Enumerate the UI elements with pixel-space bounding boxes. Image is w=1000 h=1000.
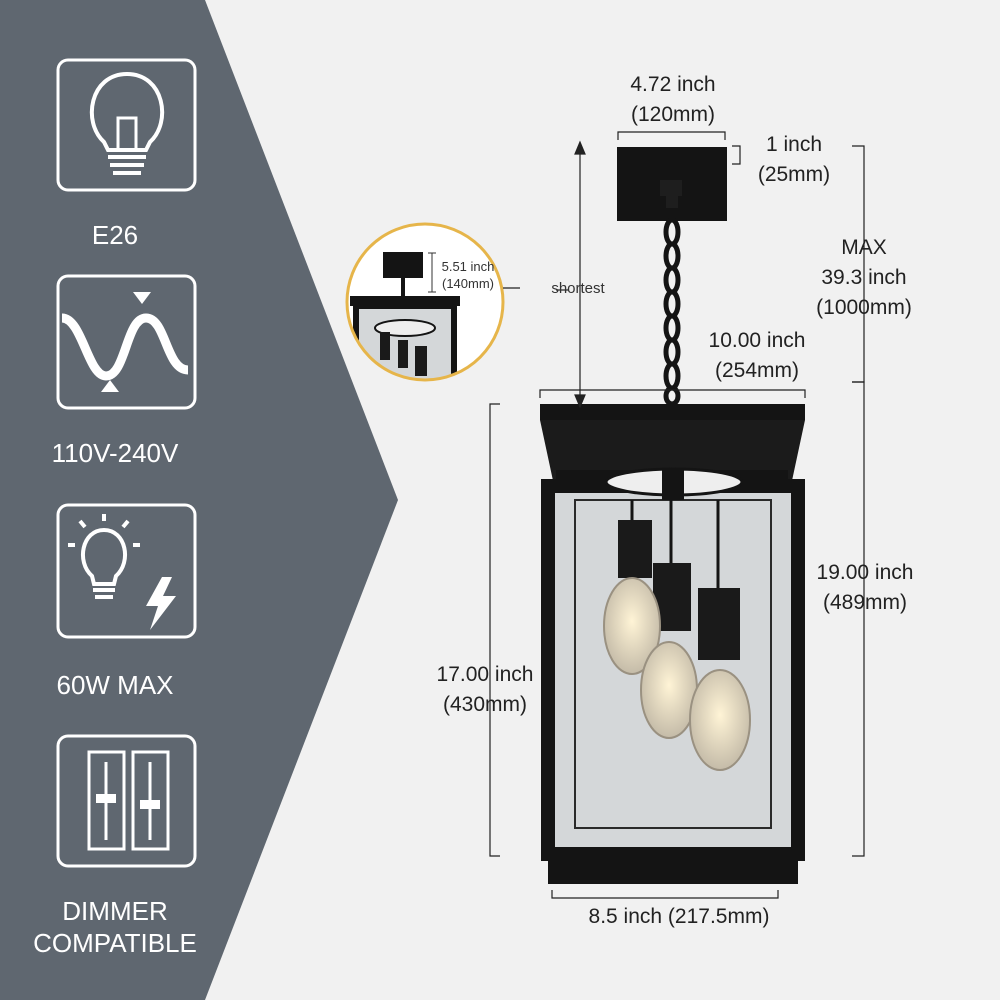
feature-label-voltage: 110V-240V [51, 438, 179, 468]
canopy-width-label: 4.72 inch (120mm) [630, 73, 716, 126]
voltage-wave-icon [56, 274, 197, 410]
dimension-lines [489, 131, 865, 899]
bulbs [603, 500, 751, 771]
shortest-label: shortest [551, 280, 605, 297]
dimmer-switch-icon [56, 734, 197, 868]
max-length-label: MAX 39.3 inch (1000mm) [816, 236, 912, 319]
ceiling-canopy [617, 147, 727, 221]
feature-label-dimmer-line1: DIMMER [62, 896, 168, 926]
feature-label-wattage: 60W MAX [56, 670, 174, 700]
wattage-bulb-icon [56, 503, 197, 639]
chain [663, 217, 681, 407]
glass-height-label: 17.00 inch (430mm) [436, 663, 534, 716]
light-bulb-icon [56, 58, 197, 192]
body-height-label: 19.00 inch (489mm) [816, 561, 914, 614]
feature-label-e26: E26 [91, 220, 139, 250]
top-width-label: 10.00 inch (254mm) [708, 329, 806, 382]
feature-label-dimmer-line2: COMPATIBLE [33, 928, 197, 958]
inset-shortest-label: 5.51 inch (140mm) [441, 259, 495, 291]
canopy-height-label: 1 inch (25mm) [757, 133, 831, 186]
base-width-label: 8.5 inch (217.5mm) [588, 905, 770, 928]
shortest-length-inset [345, 222, 505, 382]
